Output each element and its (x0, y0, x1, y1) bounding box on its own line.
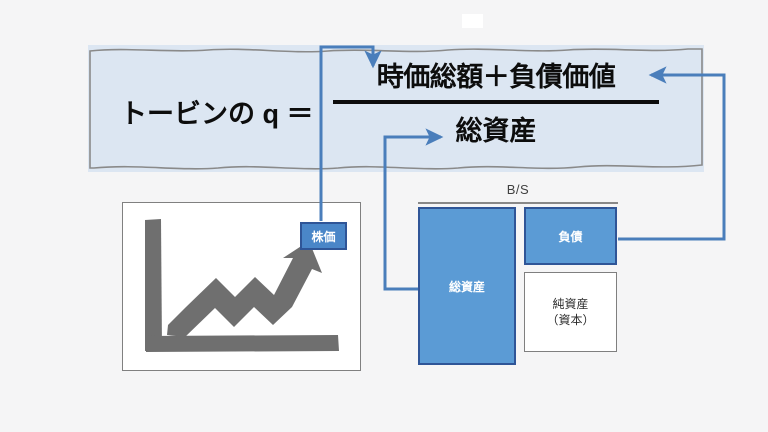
bs-net-assets-box: 純資産 （資本） (524, 272, 617, 352)
bs-total-assets-label: 総資産 (448, 279, 485, 294)
balance-sheet-title: B/S (506, 182, 530, 197)
balance-sheet-diagram: B/S 総資産 負債 純資産 （資本） (416, 182, 620, 372)
white-artifact-rectangle (462, 14, 483, 28)
formula-numerator: 時価総額＋負債価値 (376, 62, 616, 92)
bs-liabilities-box: 負債 (524, 207, 617, 265)
balance-sheet-rule (418, 202, 618, 204)
stock-price-badge: 株価 (300, 222, 347, 250)
formula-denominator: 総資産 (455, 116, 537, 146)
fraction-bar (333, 100, 659, 104)
bs-total-assets-box: 総資産 (418, 207, 516, 365)
formula-fraction: 時価総額＋負債価値 総資産 (331, 55, 661, 148)
formula-left-side: トービンの q ＝ (120, 99, 314, 129)
stock-trend-arrow-icon (145, 219, 339, 352)
bs-net-assets-label-line2: （資本） (546, 313, 595, 327)
formula-panel: トービンの q ＝ 時価総額＋負債価値 総資産 (88, 45, 704, 172)
bs-net-assets-label-line1: 純資産 (552, 296, 589, 311)
bs-liabilities-label: 負債 (558, 229, 583, 244)
